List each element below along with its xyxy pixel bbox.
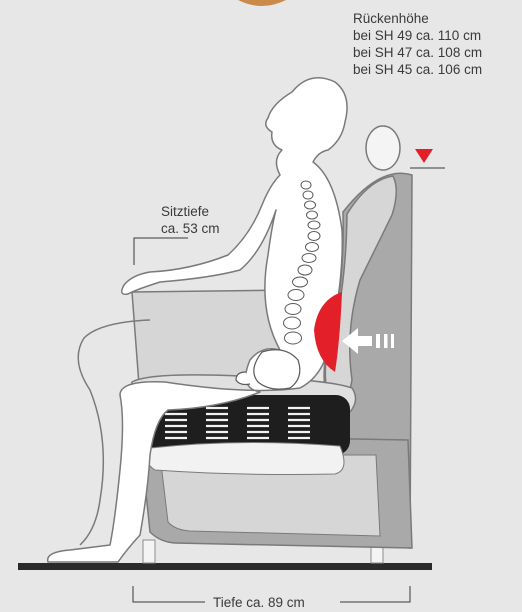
seat-depth-bracket xyxy=(134,238,188,265)
back-height-annotation: Rückenhöhe bei SH 49 ca. 110 cm bei SH 4… xyxy=(353,10,482,78)
chair-leg-front xyxy=(143,540,155,563)
seat-depth-title: Sitztiefe xyxy=(161,203,220,220)
depth-bracket-right xyxy=(340,586,410,602)
top-ornament xyxy=(238,0,286,6)
back-height-line-sh45: bei SH 45 ca. 106 cm xyxy=(353,61,482,78)
seat-depth-annotation: Sitztiefe ca. 53 cm xyxy=(161,203,220,237)
height-marker-icon xyxy=(415,149,433,163)
back-height-title: Rückenhöhe xyxy=(353,10,482,27)
back-height-line-sh47: bei SH 47 ca. 108 cm xyxy=(353,44,482,61)
headrest xyxy=(366,126,400,170)
total-depth-label: Tiefe ca. 89 cm xyxy=(213,594,305,611)
spring-cushion-bottom xyxy=(147,442,344,474)
floor-line xyxy=(18,563,432,570)
depth-bracket-left xyxy=(133,586,205,602)
back-height-line-sh49: bei SH 49 ca. 110 cm xyxy=(353,27,482,44)
seat-depth-value: ca. 53 cm xyxy=(161,220,220,237)
